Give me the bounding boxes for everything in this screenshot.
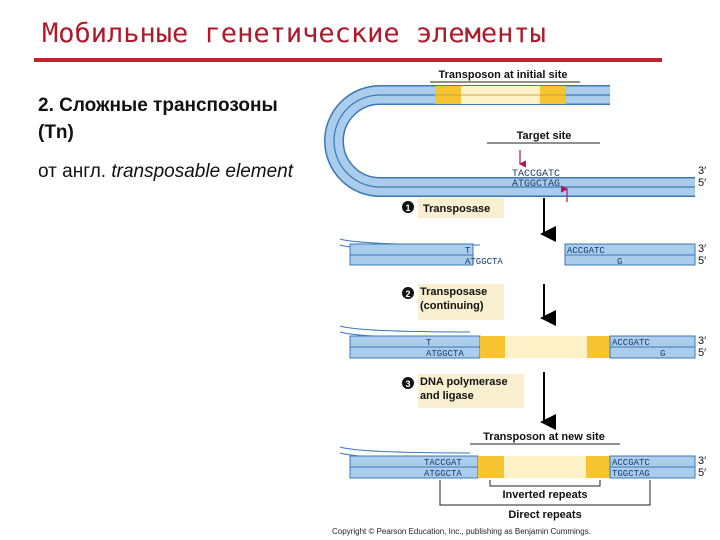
transposon-initial-label: Transposon at initial site xyxy=(439,69,568,81)
new-site-dna: TACCGAT ATGGCTA ACCGATC TGGCTAG xyxy=(339,446,696,479)
target-top-seq: TACCGATC xyxy=(512,169,560,180)
transposon-new-label: Transposon at new site xyxy=(483,431,605,443)
inserted-transposon-dna: T ATGGCTA ACCGATC G xyxy=(339,325,696,359)
step-2: 2 Transposase (continuing) xyxy=(402,284,504,320)
step-1-label: Transposase xyxy=(423,203,490,215)
svg-text:G: G xyxy=(617,257,622,267)
repeat-annotations: Inverted repeats Direct repeats xyxy=(439,480,651,521)
inverted-repeats-label: Inverted repeats xyxy=(503,489,588,501)
end-5-bottom-1: 5′ xyxy=(698,177,706,189)
svg-text:3′: 3′ xyxy=(698,455,706,467)
description-term: transposable element xyxy=(111,161,294,182)
svg-text:T: T xyxy=(465,246,471,256)
target-bottom-seq: ATGGCTAG xyxy=(512,179,560,190)
svg-text:TACCGAT: TACCGAT xyxy=(424,458,462,468)
svg-text:3′: 3′ xyxy=(698,335,706,347)
svg-text:5′: 5′ xyxy=(698,347,706,359)
svg-text:ACCGATC: ACCGATC xyxy=(612,338,650,348)
copyright: Copyright © Pearson Education, Inc., pub… xyxy=(332,527,591,536)
initial-site-dna xyxy=(324,85,695,197)
svg-text:ATGGCTA: ATGGCTA xyxy=(465,257,503,267)
cut-dna: T ATGGCTA ACCGATC G xyxy=(339,238,696,267)
target-site-label: Target site xyxy=(517,130,572,142)
step-3-label: DNA polymerase and ligase xyxy=(420,376,508,402)
svg-text:2: 2 xyxy=(405,289,410,299)
svg-text:3: 3 xyxy=(405,379,410,389)
svg-text:ATGGCTA: ATGGCTA xyxy=(424,469,462,479)
svg-text:3′: 3′ xyxy=(698,243,706,255)
svg-text:ACCGATC: ACCGATC xyxy=(567,246,605,256)
step-2-label: Transposase (continuing) xyxy=(420,286,488,312)
svg-text:1: 1 xyxy=(405,203,410,213)
page-title: Мобильные генетические элементы xyxy=(42,18,546,49)
svg-text:5′: 5′ xyxy=(698,255,706,267)
end-3-top-1: 3′ xyxy=(698,165,706,177)
target-site-sequence: TACCGATC ATGGCTAG xyxy=(512,150,569,202)
step-3: 3 DNA polymerase and ligase xyxy=(402,374,524,408)
svg-text:G: G xyxy=(660,349,665,359)
svg-text:5′: 5′ xyxy=(698,467,706,479)
svg-text:ACCGATC: ACCGATC xyxy=(612,458,650,468)
step-1: 1 Transposase xyxy=(402,198,504,218)
svg-text:TGGCTAG: TGGCTAG xyxy=(612,469,650,479)
description-prefix: от англ. xyxy=(38,161,107,182)
title-underline xyxy=(34,58,662,62)
svg-text:ATGGCTA: ATGGCTA xyxy=(426,349,464,359)
section-label: 2. Сложные транспозоны (Tn) xyxy=(38,95,278,143)
svg-text:T: T xyxy=(426,338,432,348)
direct-repeats-label: Direct repeats xyxy=(508,509,581,521)
term-description: от англ. transposable element xyxy=(38,158,308,185)
